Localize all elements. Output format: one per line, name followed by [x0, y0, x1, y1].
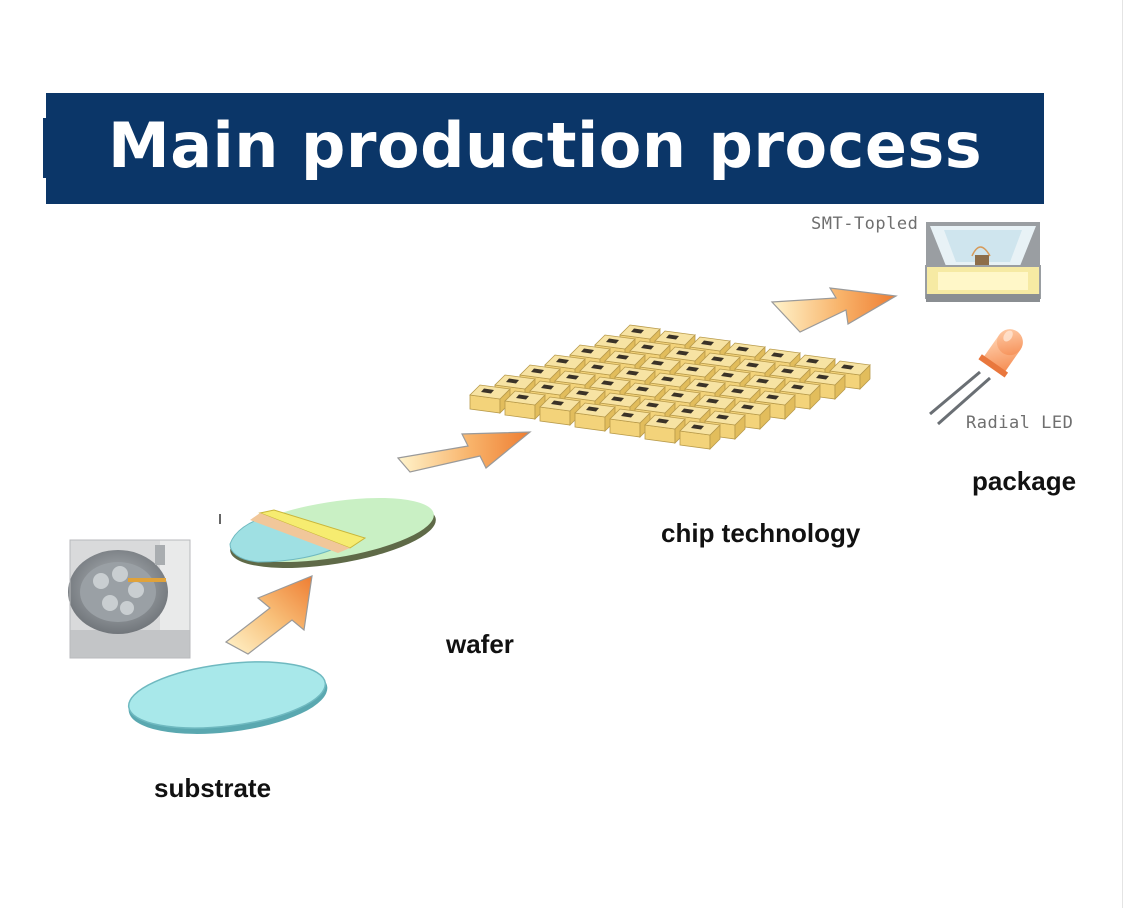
arrow-wafer-to-chip: [396, 431, 532, 473]
wafer-disc: [219, 497, 436, 568]
label-radial-led: Radial LED: [966, 413, 1074, 433]
chip-die: [469, 384, 511, 414]
arrow-chip-to-package: [770, 287, 898, 333]
radial-led-icon: [929, 329, 1023, 426]
stage-label-chip-technology: chip technology: [661, 518, 861, 548]
stage-label-package: package: [972, 466, 1077, 496]
page-title: Main production process: [108, 109, 983, 182]
substrate-machine-photo: [68, 539, 191, 659]
chip-array: [469, 324, 871, 450]
chip-die: [504, 390, 546, 420]
right-edge-rule: [1122, 0, 1123, 908]
chip-die: [574, 402, 616, 432]
stage-label-substrate: substrate: [154, 773, 272, 803]
chip-die: [539, 396, 581, 426]
stage-label-wafer: wafer: [446, 629, 514, 659]
chip-die: [679, 420, 721, 450]
substrate-disc: [127, 661, 328, 734]
arrow-substrate-to-wafer: [224, 575, 313, 655]
title-bar: Main production process: [46, 93, 1044, 204]
chip-die: [644, 414, 686, 444]
chip-die: [609, 408, 651, 438]
smt-topled-icon: [925, 222, 1041, 302]
label-smt-topled: SMT-Topled: [811, 214, 919, 234]
